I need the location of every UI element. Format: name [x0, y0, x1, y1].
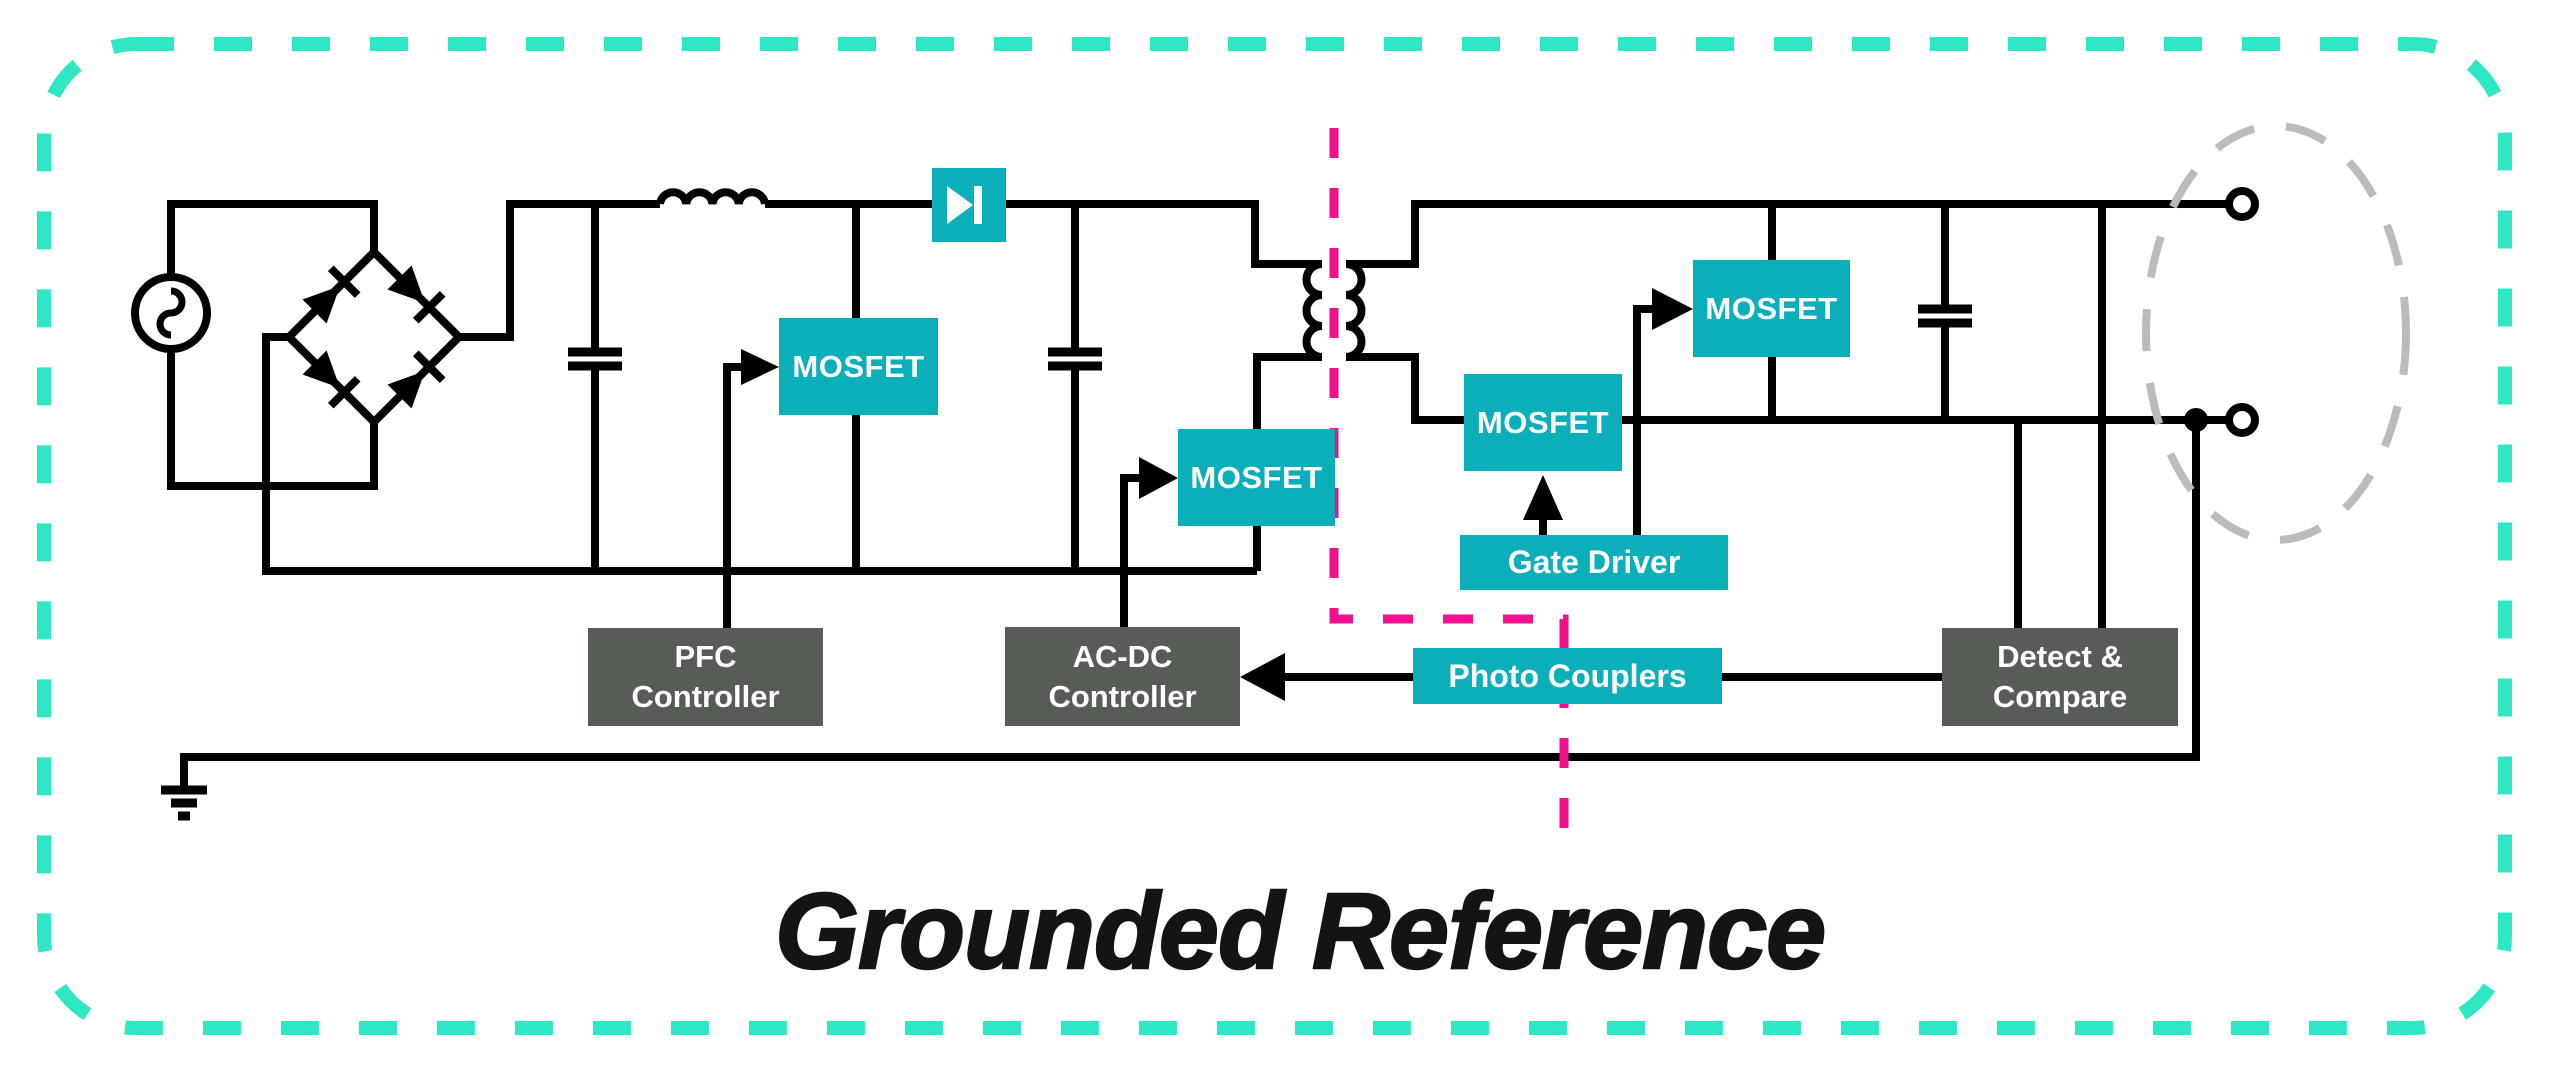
flyback-gate-arrow-icon	[1139, 457, 1178, 499]
photo-couplers-box: Photo Couplers	[1413, 648, 1722, 704]
bridge-diode-icon	[387, 265, 446, 324]
wire-boost-rail-left	[459, 200, 660, 341]
gate-driver-box: Gate Driver	[1460, 535, 1728, 590]
bridge-diode-icon	[302, 265, 361, 324]
bridge-diode-icon	[302, 350, 361, 409]
page-title: Grounded Reference	[774, 869, 1828, 992]
transformer-secondary-icon	[1345, 260, 1366, 361]
flyback-mosfet-label: MOSFET	[1190, 459, 1323, 495]
sync-mosfet-low-label: MOSFET	[1476, 404, 1610, 440]
junction-dot	[2184, 408, 2208, 432]
bridge-rectifier-icon	[283, 246, 465, 428]
output-terminal-negative	[2225, 403, 2259, 437]
boost-diode-icon	[932, 168, 1006, 242]
wire-ac-top	[167, 200, 378, 277]
capacitor2-icon	[1048, 347, 1102, 371]
pfc-mosfet-label: MOSFET	[792, 348, 925, 384]
sync-gate-arrow-icon	[1652, 288, 1693, 330]
wire-pfc-gate	[723, 363, 741, 628]
ac-source-icon	[131, 273, 211, 353]
pfc-controller-line1: PFC	[674, 639, 737, 675]
acdc-controller-line1: AC-DC	[1072, 638, 1173, 674]
capacitor1-icon	[568, 347, 622, 371]
flyback-mosfet-box: MOSFET	[1178, 429, 1335, 526]
inductor-icon	[656, 188, 769, 205]
bridge-diodes	[302, 265, 446, 409]
pfc-controller-box: PFC Controller	[588, 628, 823, 726]
output-port-ellipse	[2142, 122, 2410, 544]
isolation-barrier-line	[1329, 128, 1569, 845]
pfc-controller-line2: Controller	[631, 679, 780, 714]
acdc-controller-box: AC-DC Controller	[1005, 627, 1240, 726]
wire-primary-bus	[262, 333, 1257, 575]
wire-flyback-drain	[1253, 353, 1322, 429]
sync-mosfet-low-box: MOSFET	[1464, 374, 1622, 471]
sync-mosfet-high-label: MOSFET	[1705, 290, 1838, 326]
bridge-diode-icon	[387, 350, 446, 409]
feedback-left-arrow-icon	[1240, 653, 1285, 701]
wire-secondary-bottom	[1346, 353, 2196, 424]
capacitor-plates	[568, 304, 1972, 371]
gate-driver-up-arrow-icon	[1523, 475, 1563, 520]
sync-mosfet-high-box: MOSFET	[1693, 260, 1850, 357]
detect-compare-line1: Detect &	[1997, 639, 2123, 675]
gate-driver-label: Gate Driver	[1507, 544, 1681, 580]
wire-flyback-gate	[1120, 474, 1147, 627]
acdc-controller-line2: Controller	[1048, 678, 1197, 714]
photo-couplers-label: Photo Couplers	[1448, 657, 1687, 694]
detect-compare-line2: Compare	[1992, 679, 2128, 714]
transformer-primary-icon	[1302, 260, 1323, 361]
grounded-reference-boundary	[37, 37, 2512, 1035]
wire-secondary-top	[1346, 200, 2229, 268]
pfc-mosfet-box: MOSFET	[779, 318, 938, 415]
wire-ground-return	[180, 420, 2200, 786]
output-terminal-positive	[2225, 187, 2259, 221]
output-capacitor-icon	[1918, 304, 1972, 328]
ground-icon	[161, 785, 207, 821]
wire-ac-bottom	[167, 349, 378, 490]
wire-boost-rail-right	[765, 200, 1322, 268]
detect-compare-box: Detect & Compare	[1942, 628, 2178, 726]
wires	[167, 188, 2229, 786]
pfc-gate-arrow-icon	[741, 349, 779, 385]
arrowheads	[741, 288, 1693, 701]
